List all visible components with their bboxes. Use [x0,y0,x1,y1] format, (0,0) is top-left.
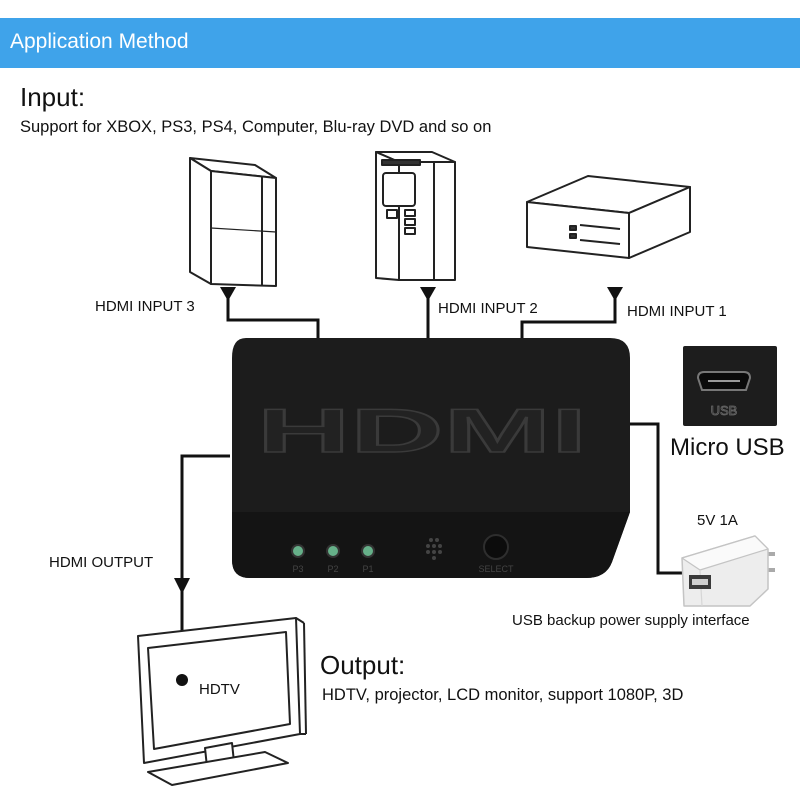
led-p2 [326,544,340,558]
usb-backup-label: USB backup power supply interface [512,612,750,629]
led-label-p3: P3 [292,564,303,574]
ir-receiver-icon [426,538,442,560]
input-description: Support for XBOX, PS3, PS4, Computer, Bl… [20,118,492,136]
hdtv-label: HDTV [199,681,240,698]
micro-usb-label: Micro USB [670,434,785,461]
hdtv-connection-dot [176,674,188,686]
led-label-p2: P2 [327,564,338,574]
usb-power-adapter-icon [681,535,775,607]
hdmi-input-3-label: HDMI INPUT 3 [95,298,195,315]
input-heading: Input: [20,82,86,112]
output-description: HDTV, projector, LCD monitor, support 10… [322,686,684,704]
game-console-icon [189,157,277,287]
micro-usb-port-icon: USB [683,346,777,426]
hdmi-input-2-label: HDMI INPUT 2 [438,300,538,317]
select-button-label: SELECT [478,564,514,574]
hdmi-logo: HDMI [257,397,587,466]
header-bar: Application Method [0,18,800,68]
hdmi-output-label: HDMI OUTPUT [49,554,154,571]
dvd-player-icon [526,175,691,259]
adapter-rating-label: 5V 1A [697,512,738,529]
hdmi-input-1-label: HDMI INPUT 1 [627,303,727,320]
connection-lines [180,287,690,680]
hdmi-switch-box: HDMI P3 P2 P1 SELECT [232,338,630,578]
led-label-p1: P1 [362,564,373,574]
led-p1 [361,544,375,558]
select-button[interactable] [483,534,509,560]
led-p3 [291,544,305,558]
arrow-heads [174,287,623,594]
tower-pc-icon [375,151,456,281]
header-title: Application Method [10,30,189,53]
tv-monitor-icon [137,617,307,786]
usb-port-text: USB [711,403,738,418]
output-heading: Output: [320,650,406,680]
